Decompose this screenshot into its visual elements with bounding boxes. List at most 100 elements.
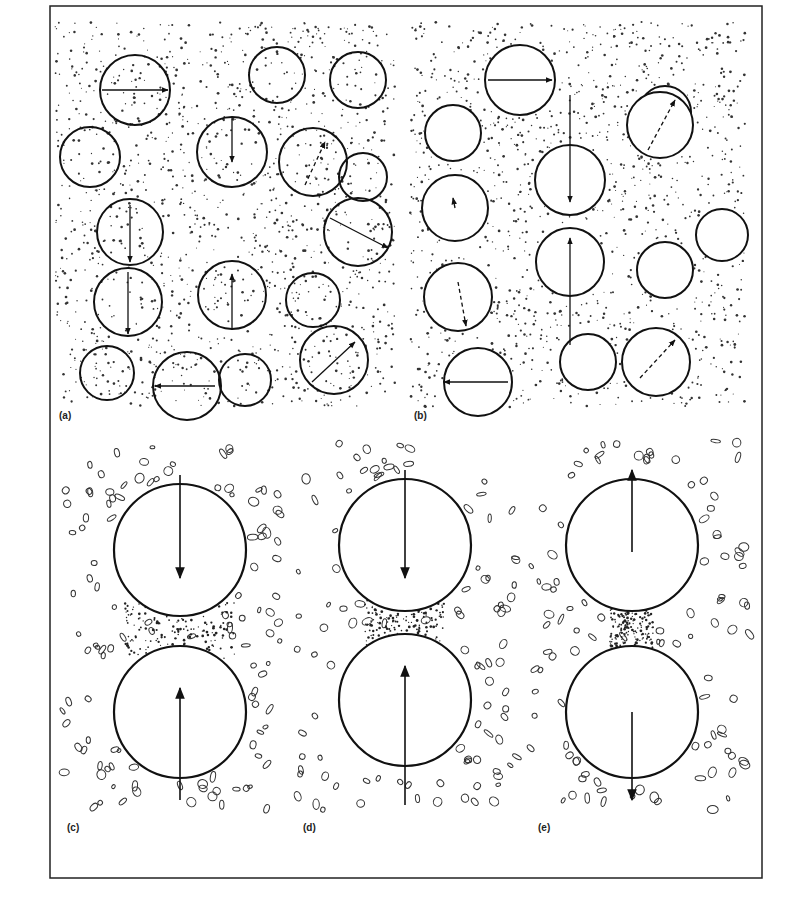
particle-dot: [294, 28, 296, 30]
particle-dot: [721, 98, 724, 101]
particle-dot: [327, 229, 329, 231]
particle-dot: [96, 340, 99, 343]
particle-dot: [525, 154, 526, 155]
droplet-circle: [324, 198, 392, 266]
particle-dot: [423, 130, 424, 131]
particle-dot: [302, 224, 305, 227]
particle-dot: [375, 367, 377, 369]
particle-dot: [74, 74, 77, 77]
particle-dot: [376, 252, 379, 255]
particle-dot: [125, 103, 126, 104]
particle-dot: [183, 203, 184, 204]
particle-dot: [282, 366, 284, 368]
particle-dot: [331, 143, 332, 144]
particle-dot: [74, 23, 75, 24]
particle-dot: [91, 252, 93, 254]
particle-dot: [329, 291, 331, 293]
particle-dot: [476, 172, 478, 174]
particle-dot: [229, 37, 230, 38]
particle-dot: [630, 145, 631, 146]
particle-dot: [613, 35, 615, 37]
particle-dot: [418, 384, 420, 386]
particle-dot: [702, 54, 704, 56]
particle-dot: [689, 338, 690, 339]
particle-dot: [323, 284, 324, 285]
particle-dot: [414, 186, 415, 187]
particle-dot: [118, 38, 119, 39]
particle-dot: [336, 362, 338, 364]
particle-dot: [538, 280, 540, 282]
particle-dot: [63, 36, 65, 38]
particle-dot: [113, 315, 115, 317]
particle-dot: [491, 111, 492, 112]
particle-dot: [83, 178, 84, 179]
particle-dot: [156, 56, 158, 58]
velocity-arrow: [305, 142, 325, 185]
particle-dot: [715, 86, 716, 87]
particle-dot: [143, 247, 145, 249]
particle-dot: [367, 280, 368, 281]
particle-dot: [241, 291, 244, 294]
particle-dot: [340, 28, 342, 30]
particle-dot: [177, 363, 179, 365]
particle-dot: [729, 41, 731, 43]
particle-dot: [112, 171, 113, 172]
particle-dot: [730, 160, 732, 162]
particle-dot: [162, 215, 164, 217]
droplet-circle: [249, 47, 305, 103]
particle-dot: [299, 293, 301, 295]
particle-dot: [172, 132, 173, 133]
particle-dot: [253, 109, 255, 111]
particle-dot: [528, 182, 530, 184]
particle-dot: [670, 67, 673, 70]
particle-dot: [65, 302, 67, 304]
particle-dot: [75, 381, 76, 382]
particle-dot: [314, 89, 315, 90]
particle-dot: [636, 79, 639, 82]
particle-dot: [613, 185, 616, 188]
particle-dot: [597, 210, 598, 211]
particle-dot: [179, 267, 180, 268]
particle-dot: [326, 147, 328, 149]
particle-dot: [191, 269, 193, 271]
particle-dot: [208, 222, 210, 224]
particle-dot: [201, 405, 202, 406]
particle-dot: [254, 247, 256, 249]
particle-dot: [700, 384, 702, 386]
particle-dot: [531, 369, 533, 371]
particle-dot: [302, 74, 303, 75]
particle-dot: [613, 29, 614, 30]
particle-dot: [622, 133, 624, 135]
particle-dot: [533, 315, 535, 317]
particle-dot: [71, 220, 73, 222]
particle-dot: [84, 129, 86, 131]
particle-dot: [672, 178, 674, 180]
particle-dot: [102, 299, 104, 301]
particle-dot: [495, 278, 496, 279]
particle-dot: [55, 60, 58, 63]
particle-dot: [69, 32, 70, 33]
particle-dot: [542, 231, 545, 234]
particle-dot: [206, 148, 207, 149]
particle-dot: [183, 355, 185, 357]
particle-dot: [430, 60, 432, 62]
particle-dot: [203, 288, 205, 290]
particle-dot: [346, 99, 347, 100]
particle-dot: [533, 323, 535, 325]
particle-dot: [268, 121, 271, 124]
particle-dot: [523, 402, 524, 403]
particle-dot: [240, 237, 242, 239]
particle-dot: [297, 297, 299, 299]
particle-dot: [586, 405, 589, 408]
particle-dot: [187, 284, 188, 285]
particle-dot: [241, 385, 243, 387]
particle-dot: [89, 259, 91, 261]
particle-dot: [61, 257, 64, 260]
particle-dot: [524, 352, 527, 355]
particle-dot: [672, 74, 674, 76]
particle-dot: [440, 332, 441, 333]
particle-dot: [183, 152, 185, 154]
particle-dot: [187, 133, 189, 135]
particle-dot: [237, 256, 239, 258]
particle-dot: [340, 127, 341, 128]
